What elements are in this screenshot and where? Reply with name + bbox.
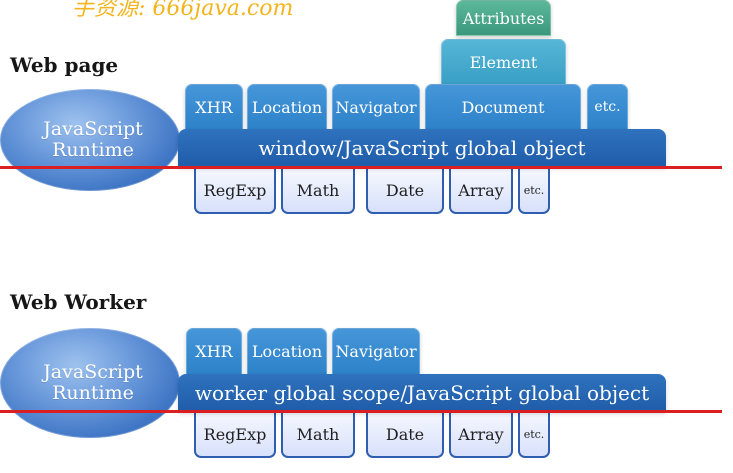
- worker-global-scope-label: worker global scope/JavaScript global ob…: [194, 381, 650, 405]
- web-page-runtime-ellipse: JavaScript Runtime: [0, 89, 180, 191]
- web-page-math-box: Math: [281, 168, 355, 214]
- web-worker-runtime-line-2: Runtime: [52, 382, 134, 404]
- attributes-box: Attributes: [456, 0, 551, 36]
- window-global-object-label: window/JavaScript global object: [258, 136, 586, 160]
- web-page-math-label: Math: [296, 180, 340, 200]
- web-page-runtime-line-2: Runtime: [52, 139, 134, 161]
- web-page-document-label: Document: [461, 97, 545, 117]
- web-worker-math-box: Math: [281, 412, 355, 458]
- attributes-label: Attributes: [462, 8, 545, 28]
- web-worker-navigator-label: Navigator: [335, 342, 417, 361]
- web-page-runtime-label: JavaScript Runtime: [38, 119, 148, 160]
- web-page-etc-bottom-box: etc.: [518, 168, 550, 214]
- web-page-array-box: Array: [449, 168, 513, 214]
- web-page-runtime-line-1: JavaScript: [43, 118, 143, 141]
- web-worker-regexp-label: RegExp: [203, 424, 267, 444]
- watermark-text: 手资源: 666java.com: [72, 0, 294, 21]
- element-label: Element: [469, 52, 538, 72]
- web-worker-runtime-ellipse: JavaScript Runtime: [0, 328, 180, 438]
- web-page-date-label: Date: [385, 180, 425, 200]
- web-worker-runtime-line-1: JavaScript: [43, 361, 143, 384]
- window-global-object-bar: window/JavaScript global object: [178, 129, 666, 167]
- web-page-etc-label: etc.: [594, 99, 621, 115]
- web-page-location-box: Location: [247, 84, 327, 130]
- web-page-location-label: Location: [251, 97, 323, 117]
- web-page-heading: Web page: [10, 53, 119, 77]
- element-box: Element: [441, 39, 566, 85]
- web-worker-math-label: Math: [296, 424, 340, 444]
- web-page-document-box: Document: [425, 84, 581, 130]
- web-worker-runtime-label: JavaScript Runtime: [38, 362, 148, 403]
- web-worker-array-label: Array: [458, 424, 504, 444]
- web-worker-regexp-box: RegExp: [194, 412, 276, 458]
- web-page-etc-box: etc.: [587, 84, 628, 130]
- web-page-navigator-box: Navigator: [332, 84, 420, 130]
- web-page-xhr-box: XHR: [185, 84, 243, 130]
- web-worker-etc-bottom-box: etc.: [518, 412, 550, 458]
- web-page-etc-bottom-label: etc.: [523, 183, 545, 197]
- web-page-xhr-label: XHR: [195, 97, 233, 117]
- web-page-red-divider: [0, 166, 722, 169]
- web-worker-array-box: Array: [449, 412, 513, 458]
- web-worker-xhr-box: XHR: [186, 328, 242, 375]
- web-worker-location-label: Location: [251, 342, 323, 361]
- web-page-date-box: Date: [366, 168, 444, 214]
- web-page-navigator-label: Navigator: [335, 97, 417, 117]
- web-worker-navigator-box: Navigator: [332, 328, 420, 375]
- web-worker-red-divider: [0, 410, 722, 413]
- web-worker-date-label: Date: [385, 424, 425, 444]
- web-page-regexp-label: RegExp: [203, 180, 267, 200]
- worker-global-scope-bar: worker global scope/JavaScript global ob…: [178, 374, 666, 412]
- web-worker-xhr-label: XHR: [195, 342, 233, 361]
- web-worker-location-box: Location: [247, 328, 327, 375]
- web-page-regexp-box: RegExp: [194, 168, 276, 214]
- web-worker-date-box: Date: [366, 412, 444, 458]
- web-page-array-label: Array: [458, 180, 504, 200]
- web-worker-heading: Web Worker: [10, 290, 147, 314]
- web-worker-etc-bottom-label: etc.: [523, 427, 545, 441]
